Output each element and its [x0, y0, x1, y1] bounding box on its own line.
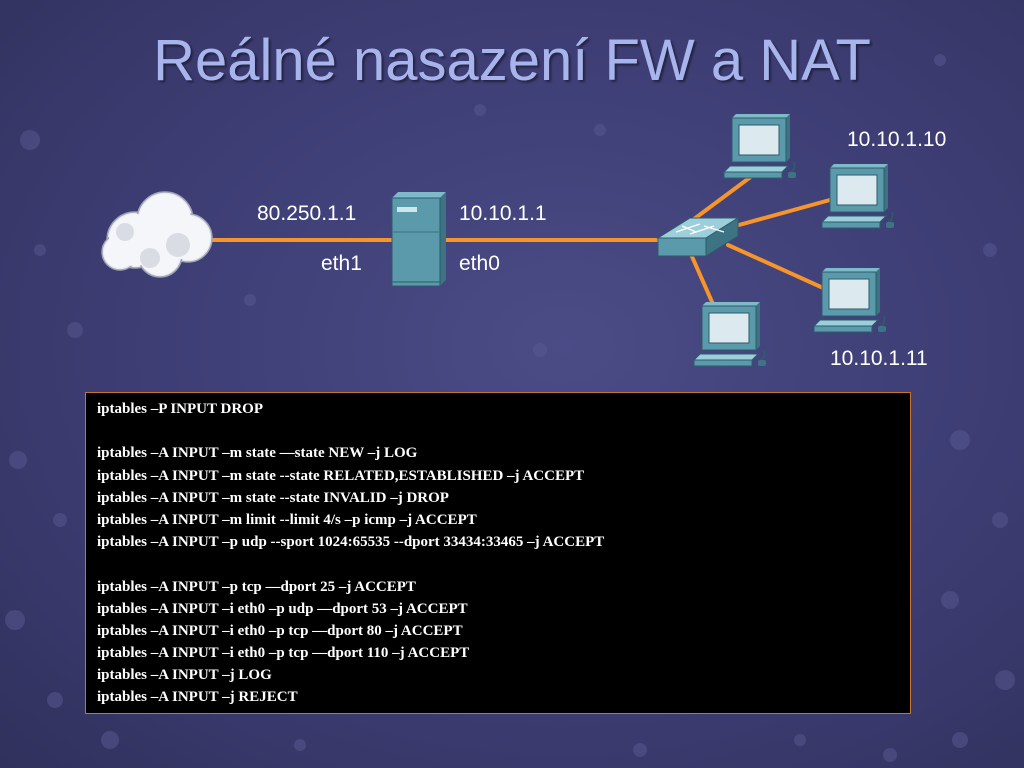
code-line — [97, 420, 910, 442]
code-line: iptables –A INPUT –i eth0 –p tcp ––dport… — [97, 622, 463, 639]
code-line: iptables –A INPUT –m state --state INVAL… — [97, 489, 449, 506]
cloud-icon — [101, 191, 213, 278]
code-line: iptables –A INPUT –j REJECT — [97, 689, 298, 706]
host-b-ip-label: 10.10.1.11 — [830, 347, 928, 370]
code-line: iptables –P INPUT DROP — [97, 401, 263, 417]
fw-external-interface-label: eth1 — [321, 252, 362, 275]
network-diagram — [101, 114, 894, 367]
slide-title: Reálné nasazení FW a NAT — [153, 28, 871, 93]
code-line: iptables –A INPUT –i eth0 –p tcp ––dport… — [97, 645, 470, 662]
link-switch-pc-right-low — [726, 243, 834, 294]
computer-icon — [722, 114, 796, 179]
computer-icon — [692, 302, 766, 367]
code-line: iptables –A INPUT –m state --state RELAT… — [97, 467, 585, 484]
computer-icon — [812, 268, 886, 333]
fw-external-ip-label: 80.250.1.1 — [257, 202, 357, 225]
code-line — [97, 553, 910, 575]
code-line: iptables –A INPUT –p udp --sport 1024:65… — [97, 534, 605, 551]
server-icon — [391, 192, 446, 287]
code-line: iptables –A INPUT –j LOG — [97, 667, 272, 684]
link-switch-pc-right — [726, 193, 850, 230]
code-line: iptables –A INPUT –p tcp ––dport 25 –j A… — [97, 578, 416, 595]
fw-internal-ip-label: 10.10.1.1 — [459, 202, 547, 225]
fw-internal-interface-label: eth0 — [459, 252, 500, 275]
iptables-code-block: iptables –P INPUT DROP iptables –A INPUT … — [85, 392, 911, 714]
code-line: iptables –A INPUT –m state ––state NEW –… — [97, 445, 418, 462]
code-line: iptables –A INPUT –m limit --limit 4/s –… — [97, 511, 477, 528]
link-switch-pc-top — [688, 168, 762, 224]
computer-icon — [820, 164, 894, 229]
switch-icon — [656, 217, 740, 257]
host-a-ip-label: 10.10.1.10 — [847, 128, 947, 151]
code-line: iptables –A INPUT –i eth0 –p udp ––dport… — [97, 600, 468, 617]
